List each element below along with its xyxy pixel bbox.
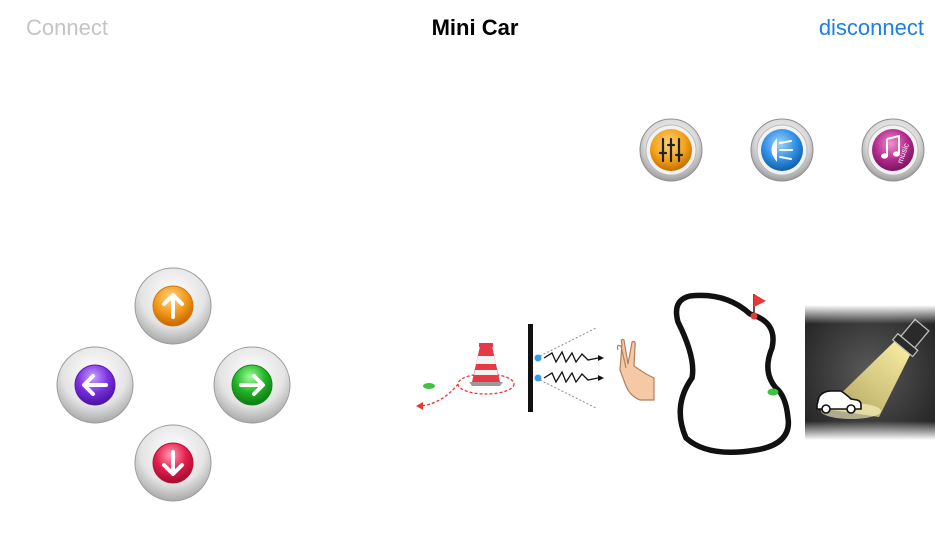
down-arrow-icon bbox=[162, 450, 184, 476]
headlight-icon bbox=[771, 138, 793, 162]
sliders-icon bbox=[658, 137, 684, 163]
line-tracking-mode-button[interactable] bbox=[668, 288, 802, 458]
headlight-button[interactable] bbox=[749, 117, 815, 183]
music-note-icon bbox=[881, 134, 900, 159]
gesture-follow-mode-button[interactable] bbox=[522, 320, 662, 416]
obstacle-avoidance-icon bbox=[416, 343, 515, 410]
disconnect-button[interactable]: disconnect bbox=[818, 15, 924, 40]
connect-button[interactable]: Connect bbox=[26, 15, 108, 40]
page-title: Mini Car bbox=[431, 15, 519, 40]
light-follow-icon bbox=[805, 305, 935, 440]
light-follow-mode-button[interactable] bbox=[805, 305, 935, 440]
left-button[interactable] bbox=[55, 345, 135, 425]
up-arrow-icon bbox=[162, 293, 184, 319]
backward-button[interactable] bbox=[133, 423, 213, 503]
right-button[interactable] bbox=[212, 345, 292, 425]
obstacle-avoidance-mode-button[interactable] bbox=[412, 330, 522, 420]
forward-button[interactable] bbox=[133, 266, 213, 346]
gesture-follow-icon bbox=[528, 324, 655, 412]
settings-button[interactable] bbox=[638, 117, 704, 183]
line-track-icon bbox=[673, 292, 792, 455]
right-arrow-icon bbox=[239, 374, 265, 396]
music-button[interactable]: music bbox=[860, 117, 926, 183]
left-arrow-icon bbox=[82, 374, 108, 396]
